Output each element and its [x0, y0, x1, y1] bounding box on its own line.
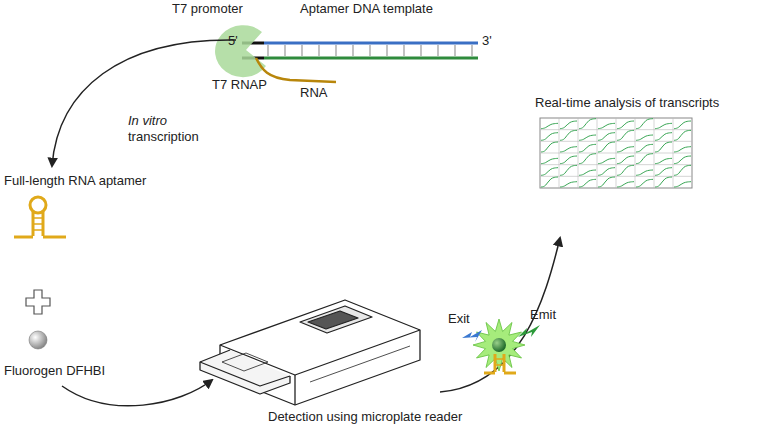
base-pair: [386, 45, 387, 56]
amplification-curve: [541, 158, 558, 163]
label: 3': [482, 34, 492, 49]
amplification-curve: [674, 182, 691, 187]
amplification-curve: [636, 154, 653, 164]
amplification-curve: [617, 121, 634, 129]
amplification-curve: [617, 156, 634, 164]
amplification-curve: [579, 135, 596, 140]
fluorogen: [29, 331, 47, 349]
amplification-curve: [579, 119, 596, 129]
base-pair: [352, 45, 353, 56]
grid-line: [540, 164, 692, 165]
label: Aptamer DNA template: [300, 2, 433, 17]
label: Real-time analysis of transcripts: [535, 96, 719, 111]
base-pair: [454, 45, 455, 56]
amplification-curve: [655, 177, 672, 187]
amplification-curve: [636, 144, 653, 152]
amplification-curve: [636, 135, 653, 140]
grid-line: [540, 176, 692, 177]
label: Fluorogen DFHBI: [4, 364, 105, 379]
base-pair: [318, 45, 319, 56]
base-pair: [437, 45, 438, 56]
rna-polymerase: [215, 25, 266, 77]
amplification-curve: [655, 142, 672, 152]
base-pair: [369, 45, 370, 56]
amplification-curve: [598, 142, 615, 152]
microplate-reader: [200, 300, 420, 405]
base-pair: [471, 45, 472, 56]
amplification-curve: [579, 144, 596, 152]
amplification-curve: [674, 156, 691, 164]
base-pair: [301, 45, 302, 56]
plus-sign: [26, 290, 50, 314]
amplification-curve: [560, 121, 577, 129]
amplification-curve: [579, 179, 596, 187]
label: T7 RNAP: [212, 78, 267, 93]
label: T7 promoter: [172, 2, 243, 17]
amplification-curve: [674, 121, 691, 129]
amplification-curve: [579, 170, 596, 175]
amplification-curve: [560, 147, 577, 152]
amplification-curve: [655, 168, 672, 176]
amplification-curve: [560, 182, 577, 187]
dna-template: [242, 43, 478, 58]
grid-line: [540, 153, 692, 154]
rna-strand: [256, 58, 336, 82]
base-pair: [335, 45, 336, 56]
amplification-curve: [541, 123, 558, 128]
amplification-curve: [598, 177, 615, 187]
flow-arrow: [440, 238, 560, 392]
amplification-curve: [674, 130, 691, 140]
amplification-curve: [617, 182, 634, 187]
fluorescence-glow: [462, 319, 540, 373]
amplification-curve: [541, 177, 558, 187]
label: 5': [228, 34, 238, 49]
amplification-curve: [636, 119, 653, 129]
amplification-curve: [579, 154, 596, 164]
label: RNA: [300, 86, 327, 101]
label: Emit: [530, 308, 556, 323]
amplification-curve: [617, 165, 634, 175]
base-pair: [403, 45, 404, 56]
amplification-curve: [655, 123, 672, 128]
base-pair: [420, 45, 421, 56]
grid-line: [540, 129, 692, 130]
amplification-curve: [617, 130, 634, 140]
amplification-curve: [655, 158, 672, 163]
realtime-chart: [540, 118, 692, 188]
amplification-curve: [674, 147, 691, 152]
amplification-curve: [541, 142, 558, 152]
amplification-curve: [598, 168, 615, 176]
amplification-curve: [598, 123, 615, 128]
amplification-curve: [560, 156, 577, 164]
amplification-curve: [674, 165, 691, 175]
label: Full-length RNA aptamer: [4, 174, 146, 189]
amplification-curve: [655, 133, 672, 141]
base-pair: [267, 45, 268, 56]
label: Detection using microplate reader: [268, 410, 462, 425]
amplification-curve: [617, 147, 634, 152]
amplification-curve: [636, 179, 653, 187]
label: Exit: [448, 312, 470, 327]
grid-line: [540, 141, 692, 142]
amplification-curve: [598, 133, 615, 141]
flow-arrow: [52, 40, 236, 166]
rna-aptamer: [14, 197, 66, 237]
base-pair: [284, 45, 285, 56]
amplification-curve: [560, 165, 577, 175]
flow-arrow: [62, 380, 212, 406]
amplification-curve: [541, 133, 558, 141]
label: In vitro: [128, 114, 167, 129]
amplification-curve: [560, 130, 577, 140]
amplification-curve: [636, 170, 653, 175]
amplification-curve: [598, 158, 615, 163]
label: transcription: [128, 130, 199, 145]
amplification-curve: [541, 168, 558, 176]
